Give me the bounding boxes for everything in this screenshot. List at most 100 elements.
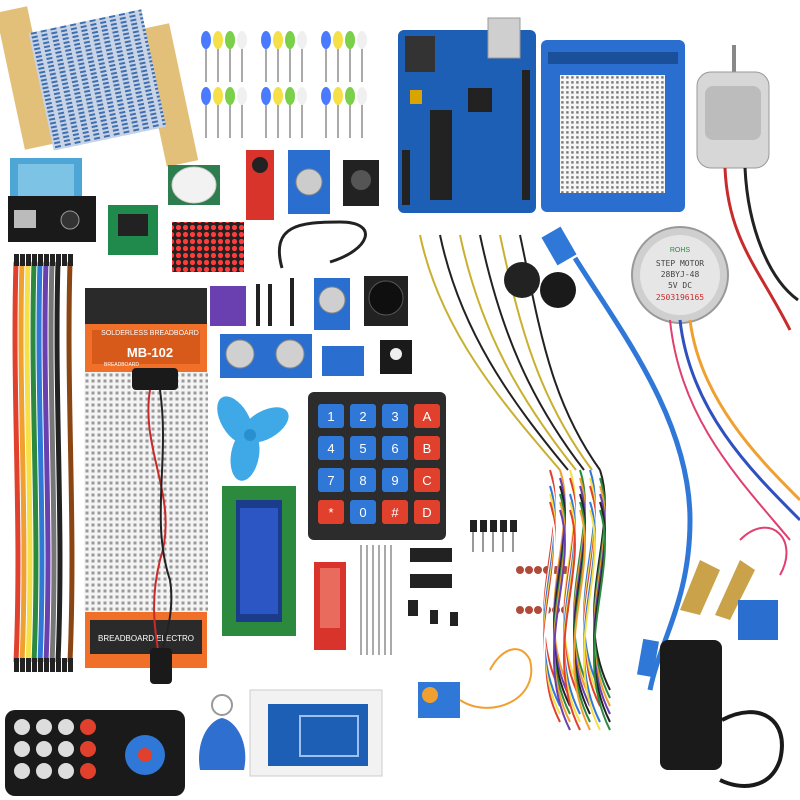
led (225, 31, 235, 49)
breadboard-package: SOLDERLESS BREADBOARD MB-102 BREADBOARD … (84, 288, 208, 684)
pir-sensor (168, 165, 220, 205)
led-set (201, 31, 367, 138)
led (273, 31, 283, 49)
keypad-key (318, 500, 344, 524)
jumper-wire-bundle (419, 234, 611, 731)
dupont-wire-short (277, 220, 367, 269)
remote-button (80, 763, 96, 779)
water-level-sensor (314, 562, 346, 650)
header-pins (360, 545, 392, 655)
remote-button (58, 741, 74, 757)
stepper-line2: 28BYJ-48 (661, 270, 700, 279)
keypad-key-label: 8 (359, 473, 366, 488)
keypad-key-label: B (423, 441, 432, 456)
buzzer (504, 262, 576, 308)
breadboard-label-small: BREADBOARD (104, 362, 139, 368)
led (261, 87, 271, 105)
led-matrix (172, 222, 244, 272)
keypad-key (318, 404, 344, 428)
keypad-key-label: # (391, 505, 399, 520)
led (333, 87, 343, 105)
ultrasonic-sensor (220, 334, 312, 378)
led (345, 87, 355, 105)
remote-button (14, 741, 30, 757)
sound-sensor-module (246, 150, 274, 220)
gas-sensor-module (314, 278, 350, 330)
led (237, 31, 247, 49)
joystick-module (364, 276, 408, 326)
rotary-encoder-module (343, 160, 379, 206)
keypad-key-label: C (422, 473, 431, 488)
led (225, 87, 235, 105)
keypad-key (382, 436, 408, 460)
accelerometer-module (210, 286, 246, 326)
remote-button (14, 719, 30, 735)
keypad-key-label: 1 (327, 409, 334, 424)
led (285, 31, 295, 49)
keypad-key-label: D (422, 505, 431, 520)
keypad-key-label: 5 (359, 441, 366, 456)
keypad-key (350, 404, 376, 428)
led (321, 87, 331, 105)
breadboard-label-top: SOLDERLESS BREADBOARD (101, 330, 199, 337)
led (261, 31, 271, 49)
keypad-key (414, 500, 440, 524)
led (237, 87, 247, 105)
arduino-uno-board (398, 17, 536, 213)
ribbon-jumper-wires (12, 254, 75, 672)
rfid-kit (199, 689, 383, 777)
stepper-line1: STEP MOTOR (656, 259, 704, 268)
led (297, 87, 307, 105)
breadboard-label-bottom: BREADBOARD ELECTRO (98, 634, 194, 643)
led (273, 87, 283, 105)
usb-cable (541, 226, 693, 691)
remote-button (80, 741, 96, 757)
stepper-serial: 2503196165 (656, 293, 704, 302)
remote-button (14, 763, 30, 779)
resistor-pack (0, 6, 199, 167)
keypad-key-label: 9 (391, 473, 398, 488)
keypad-key-label: 2 (359, 409, 366, 424)
keypad-key (350, 500, 376, 524)
stepper-line3: 5V DC (668, 281, 692, 290)
rtc-module (288, 150, 330, 214)
rgb-led-module (380, 340, 412, 374)
led (201, 87, 211, 105)
remote-button (80, 719, 96, 735)
keypad-key-label: A (423, 409, 432, 424)
keypad-key-label: 3 (391, 409, 398, 424)
keypad-key (350, 468, 376, 492)
remote-button (36, 741, 52, 757)
integrated-circuits (410, 548, 452, 588)
stepper-brand: ROHS (670, 247, 691, 254)
dc-motor (696, 45, 799, 331)
led (357, 87, 367, 105)
servo-motor (418, 648, 533, 718)
led (285, 87, 295, 105)
keypad-key-label: 6 (391, 441, 398, 456)
keypad-key (318, 436, 344, 460)
ir-remote (5, 710, 185, 796)
keypad-key-label: 4 (327, 441, 334, 456)
keypad-key (382, 468, 408, 492)
relay-module (322, 346, 364, 376)
stepper-motor: ROHS STEP MOTOR 28BYJ-48 5V DC 250319616… (631, 226, 800, 541)
remote-button (58, 719, 74, 735)
keypad-key (382, 500, 408, 524)
keypad-key (350, 436, 376, 460)
keypad-key-label: 7 (327, 473, 334, 488)
keypad-key (318, 468, 344, 492)
led (333, 31, 343, 49)
keypad-key (414, 404, 440, 428)
led (213, 87, 223, 105)
keypad-key-label: * (328, 505, 333, 520)
stepper-driver-board (108, 205, 158, 255)
fan-propeller (217, 396, 289, 481)
led (321, 31, 331, 49)
breadboard-model: MB-102 (127, 345, 173, 360)
led (357, 31, 367, 49)
led (297, 31, 307, 49)
